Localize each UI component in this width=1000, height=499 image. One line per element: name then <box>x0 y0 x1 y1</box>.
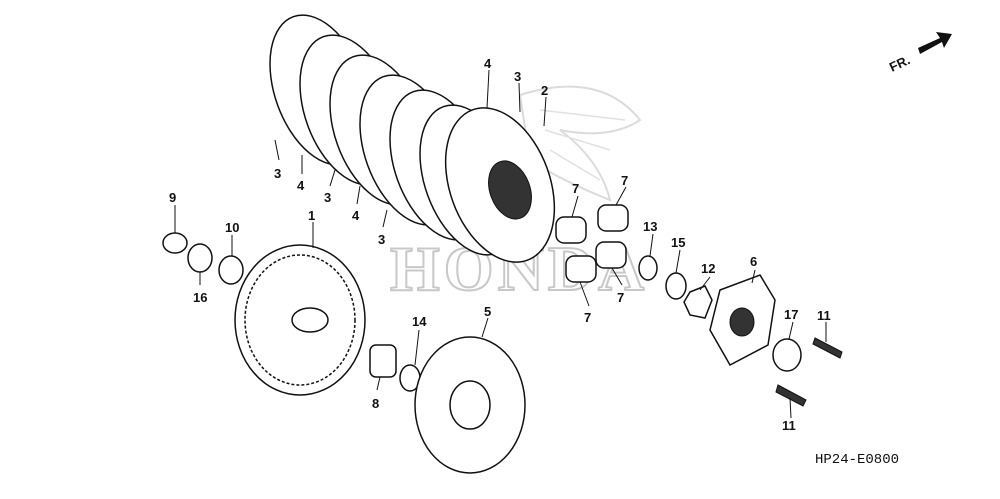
lifter-center-6 <box>729 307 755 337</box>
clutch-disc-stack <box>269 14 556 263</box>
callout-3b: 3 <box>324 190 331 205</box>
callout-1: 1 <box>308 208 315 223</box>
spring-7d <box>565 255 597 283</box>
callout-4a: 4 <box>297 178 305 193</box>
callout-11b: 11 <box>782 418 796 433</box>
callout-2: 2 <box>541 83 548 98</box>
clutch-outer-bore <box>291 307 329 333</box>
callout-3a: 3 <box>274 166 281 181</box>
callout-labels: 9 16 10 1 8 14 5 7 7 7 7 13 15 12 6 17 1… <box>169 56 831 433</box>
front-direction-arrow: FR. <box>887 32 952 75</box>
bolt-11b <box>775 384 807 407</box>
callout-8: 8 <box>372 396 379 411</box>
bearing-17 <box>772 338 802 372</box>
callout-17: 17 <box>784 307 798 322</box>
bushing-8 <box>369 344 397 378</box>
clutch-outer <box>234 244 366 396</box>
callout-3c: 3 <box>378 232 385 247</box>
callout-7b: 7 <box>621 173 628 188</box>
clutch-springs <box>555 204 629 283</box>
callout-11a: 11 <box>817 308 831 323</box>
callout-7d: 7 <box>617 290 624 305</box>
callout-14: 14 <box>412 314 427 329</box>
front-direction-label: FR. <box>887 52 912 74</box>
callout-5: 5 <box>484 304 491 319</box>
callout-7a: 7 <box>572 181 579 196</box>
leader-lines <box>174 69 827 419</box>
clutch-center-hub <box>449 380 491 430</box>
callout-13: 13 <box>643 219 657 234</box>
bolt-11a <box>812 337 843 359</box>
callout-10: 10 <box>225 220 239 235</box>
callout-15: 15 <box>671 235 685 250</box>
callout-6: 6 <box>750 254 757 269</box>
lock-washer-16 <box>187 243 213 273</box>
pressure-plate-hub <box>488 160 532 220</box>
honda-wing-watermark <box>518 85 642 202</box>
spring-7b <box>597 204 629 232</box>
washer-10 <box>218 255 244 285</box>
callout-3d: 3 <box>514 69 521 84</box>
diagram-code: HP24-E0800 <box>815 452 899 468</box>
callout-12: 12 <box>701 261 715 276</box>
spring-7a <box>555 216 587 244</box>
washer-15 <box>665 272 687 300</box>
callout-4b: 4 <box>352 208 360 223</box>
callout-4c: 4 <box>484 56 492 71</box>
callout-16: 16 <box>193 290 207 305</box>
washer-13 <box>638 255 658 281</box>
callout-9: 9 <box>169 190 176 205</box>
spring-7c <box>595 241 627 269</box>
collar-9 <box>162 232 188 254</box>
callout-7c: 7 <box>584 310 591 325</box>
lifter-plate-12 <box>683 285 713 319</box>
